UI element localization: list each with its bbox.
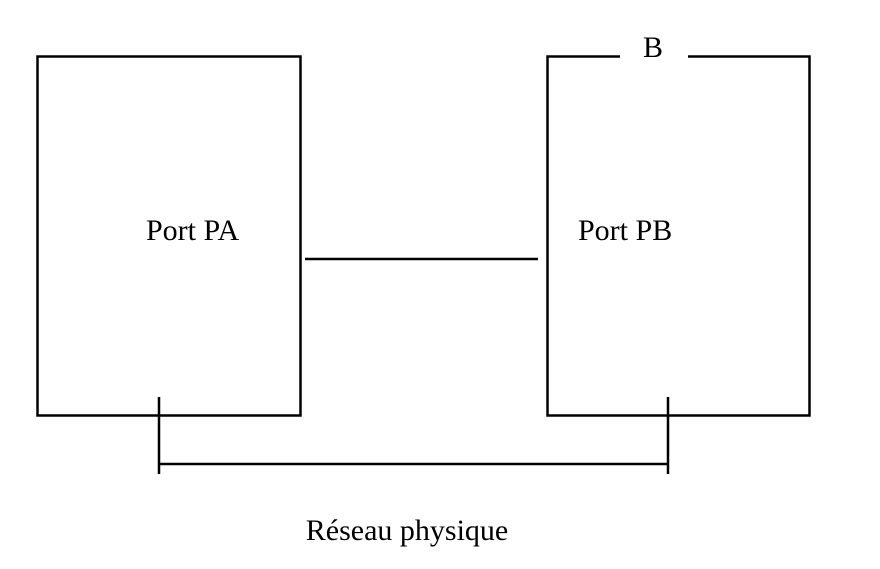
box-a: [36, 55, 302, 417]
box-b: [546, 55, 811, 417]
physical-network-label: Réseau physique: [306, 514, 508, 547]
port-pb-label: Port PB: [578, 214, 672, 247]
box-b-title: B: [643, 31, 663, 64]
port-pa-label: Port PA: [146, 214, 239, 247]
